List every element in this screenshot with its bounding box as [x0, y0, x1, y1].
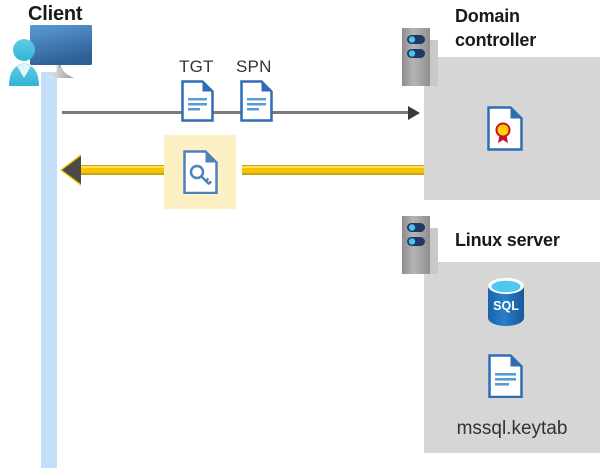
domain-controller-server-icon [402, 28, 438, 86]
tgt-label: TGT [179, 57, 214, 76]
client-lifeline [41, 72, 57, 468]
certificate-document-icon [487, 106, 523, 151]
linux-server-server-icon [402, 216, 438, 274]
request-flow-arrowhead [408, 106, 420, 120]
sql-database-icon: SQL [486, 278, 526, 326]
svg-text:SQL: SQL [493, 299, 519, 313]
response-flow-arrowhead [62, 156, 81, 184]
domain-controller-label-line2: controller [455, 30, 537, 50]
domain-controller-label-line1: Domain [455, 6, 520, 26]
keytab-filename-label: mssql.keytab [456, 418, 568, 439]
response-flow-line-right [242, 165, 424, 175]
tgt-document-icon [181, 80, 214, 122]
keytab-document-icon [488, 354, 523, 399]
request-flow-line [62, 111, 414, 114]
client-label: Client [28, 3, 83, 25]
key-document-icon [183, 150, 218, 195]
response-flow-line-left [78, 165, 166, 175]
client-icon [6, 24, 110, 86]
domain-controller-label: Domain controller [455, 4, 595, 52]
spn-document-icon [240, 80, 273, 122]
spn-label: SPN [236, 57, 272, 76]
linux-server-label: Linux server [455, 230, 560, 250]
